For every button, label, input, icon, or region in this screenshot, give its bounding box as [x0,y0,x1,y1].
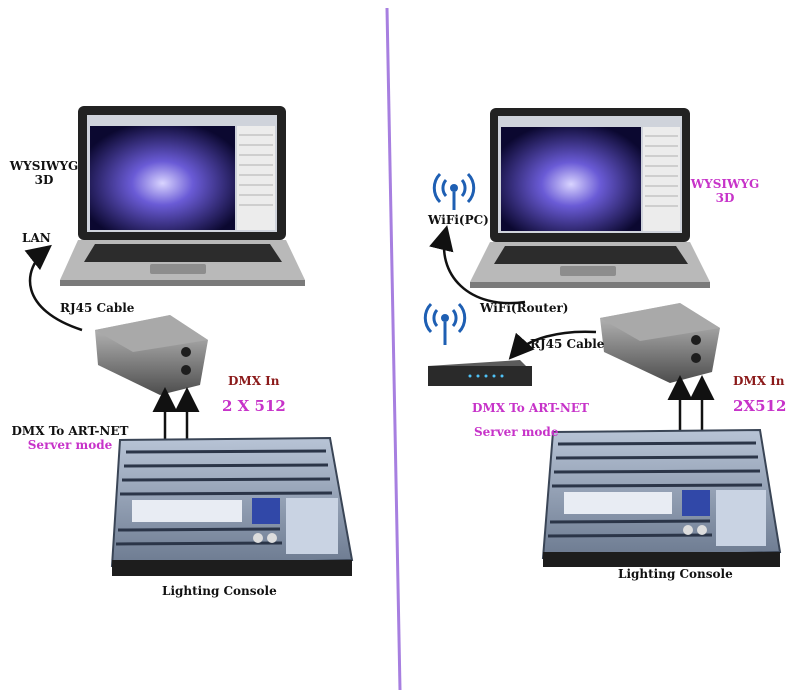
rj45-label-right: RJ45 Cable [530,337,605,351]
wifi-link-arrow [429,225,526,305]
converter-mode-title-left: DMX To ART-NET [11,424,129,438]
server-mode-left: Server mode [27,437,113,452]
wifi-router-icon [423,302,467,345]
laptop-right [470,108,710,288]
software-3d-left: 3D [34,172,54,187]
converter-box-left [95,315,208,395]
software-name-right: WYSIWYG [690,177,760,191]
software-label-right: WYSIWYG 3D [680,177,770,206]
software-name-left: WYSIWYG [9,159,79,173]
dmx-in-label-left: DMX In [228,374,280,388]
wifi-pc-icon [432,172,476,210]
converter-label-left: DMX To ART-NET Server mode [0,424,140,453]
universes-label-right: 2X512 [733,397,787,415]
console-label-left: Lighting Console [162,584,277,598]
divider-line [385,7,402,691]
software-label-left: WYSIWYG 3D [4,159,84,188]
software-3d-right: 3D [715,190,735,205]
wifi-pc-label: WiFi(PC) [428,213,489,227]
laptop-left [60,106,305,286]
server-mode-right: Server mode [474,425,559,439]
router-device [428,360,532,386]
rj45-arrow-right [508,330,597,360]
lighting-console-left [110,436,354,576]
universes-label-left: 2 X 512 [222,397,286,415]
lighting-console-right [541,428,782,567]
rj45-label-left: RJ45 Cable [60,301,135,315]
dmx-in-label-right: DMX In [733,374,785,388]
converter-mode-title-right: DMX To ART-NET [472,401,589,415]
console-label-right: Lighting Console [618,567,733,581]
lan-arrow-left [24,244,83,332]
lan-label: LAN [22,231,51,245]
converter-box-right [600,303,720,383]
wifi-router-label: WiFi(Router) [480,301,569,315]
